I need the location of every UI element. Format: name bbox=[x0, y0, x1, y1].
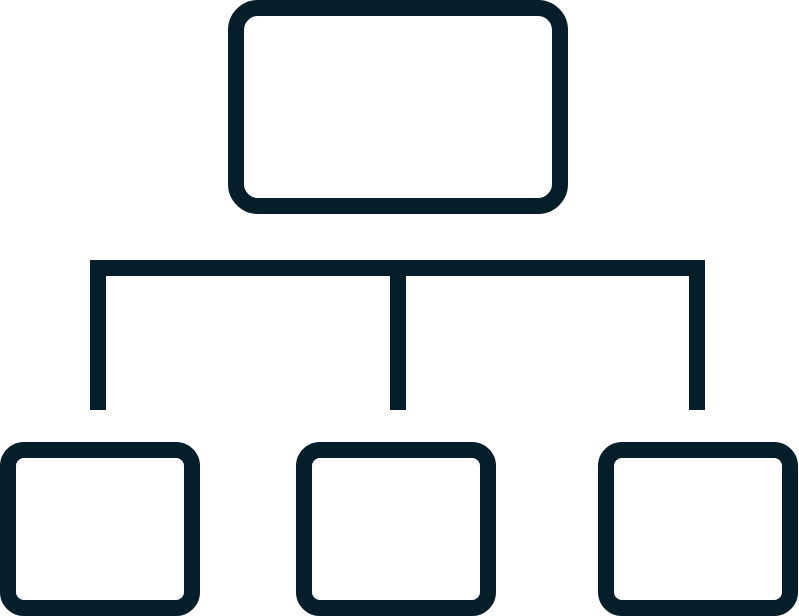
node-child-center bbox=[296, 442, 496, 616]
connector-lines bbox=[90, 260, 705, 410]
node-child-left bbox=[0, 442, 200, 616]
node-root bbox=[228, 0, 568, 214]
node-child-right bbox=[598, 442, 798, 616]
